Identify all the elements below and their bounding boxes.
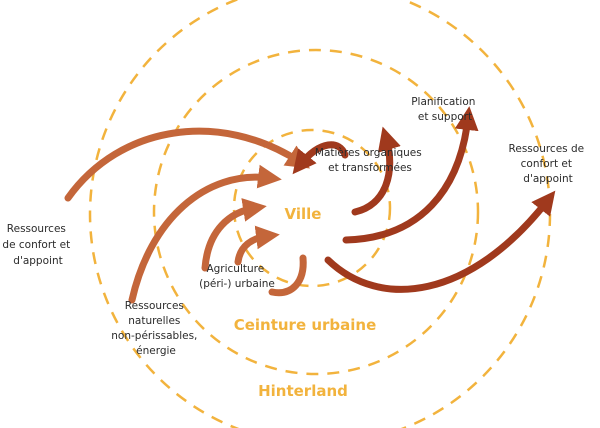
- flow-arrow-organic-matter: [351, 126, 401, 216]
- comfort-in-label-line-3: d'appoint: [13, 255, 62, 267]
- flow-arrow-comfort-in: [64, 127, 310, 202]
- natural-resources-label-line-2: naturelles: [128, 315, 180, 327]
- organic-matter-label: Matières organiques et transformées: [315, 147, 425, 174]
- agriculture-label-line-2: (péri-) urbaine: [199, 278, 275, 290]
- flow-arrow-organic-return: [292, 141, 349, 175]
- natural-resources-label-line-3: non-périssables,: [111, 330, 197, 342]
- comfort-out-label-line-1: Ressources de: [509, 143, 585, 155]
- comfort-out-label-line-2: confort et: [521, 158, 572, 170]
- flow-arrow-agriculture-loop: [268, 254, 307, 297]
- flow-arrow-agriculture-inner: [234, 225, 280, 266]
- flow-arrow-agriculture-outer: [201, 198, 267, 272]
- comfort-out-label-line-3: d'appoint: [523, 173, 572, 185]
- natural-resources-label-line-4: énergie: [136, 345, 176, 357]
- planning-label-line-2: et support: [418, 111, 472, 123]
- comfort-out-label: Ressources de confort et d'appoint: [509, 143, 588, 185]
- natural-resources-label-line-1: Ressources: [125, 300, 184, 312]
- city-label: Ville: [285, 205, 322, 223]
- urban-belt-label: Ceinture urbaine: [234, 316, 377, 334]
- agriculture-label-line-1: Agriculture: [206, 263, 264, 275]
- organic-matter-label-line-1: Matières organiques: [315, 147, 422, 159]
- comfort-in-label-line-1: Ressources: [7, 223, 66, 235]
- flow-arrow-comfort-out: [324, 190, 556, 293]
- natural-resources-label: Ressources naturelles non-périssables, é…: [111, 300, 200, 357]
- planning-label-line-1: Planification: [411, 96, 475, 108]
- comfort-in-label-line-2: de confort et: [2, 239, 70, 251]
- planning-label: Planification et support: [411, 96, 479, 123]
- urban-belt-ring: [152, 48, 480, 376]
- comfort-in-label: Ressources de confort et d'appoint: [2, 223, 73, 267]
- hinterland-label: Hinterland: [258, 382, 348, 400]
- flow-arrow-planning: [342, 106, 479, 244]
- flow-arrow-natural-resources: [128, 164, 282, 304]
- agriculture-label: Agriculture (péri-) urbaine: [199, 263, 275, 290]
- organic-matter-label-line-2: et transformées: [328, 162, 412, 174]
- city-ring: [232, 128, 392, 288]
